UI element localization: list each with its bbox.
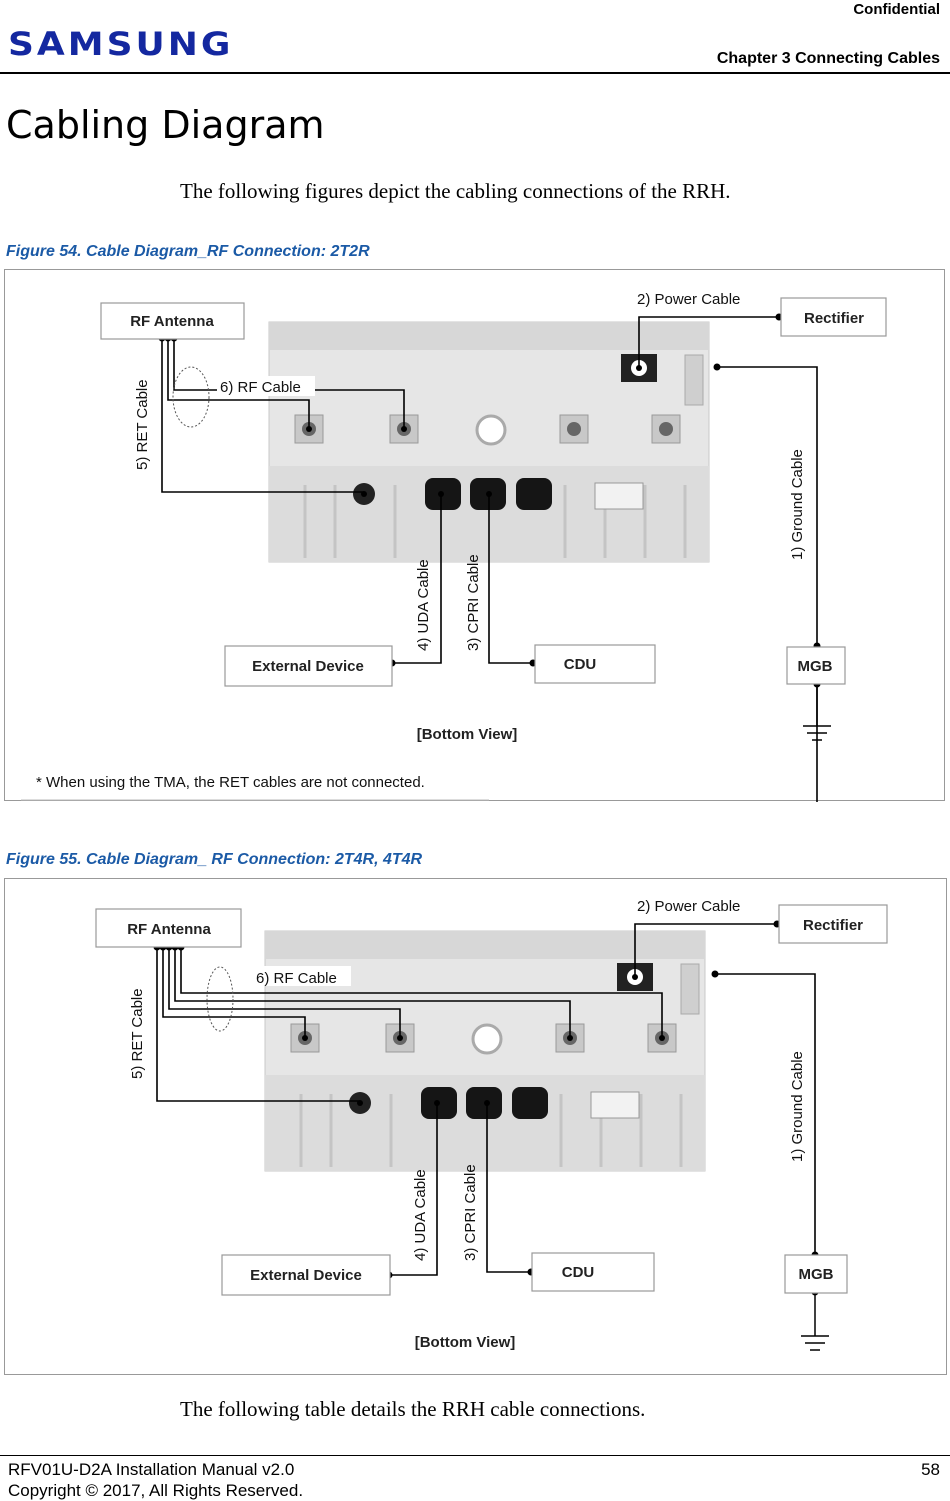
header-divider <box>0 72 950 74</box>
ret-cable-label: 5) RET Cable <box>134 379 151 470</box>
confidential-label: Confidential <box>853 1 940 18</box>
figure-54-diagram: RF Antenna Rectifier External Device CDU… <box>4 269 945 802</box>
rf-cable-label: 6) RF Cable <box>256 970 337 987</box>
cdu-label: CDU <box>562 1264 595 1281</box>
rectifier-label: Rectifier <box>804 310 864 327</box>
ground-symbol <box>801 1292 829 1351</box>
copyright-text: Copyright © 2017, All Rights Reserved. <box>8 1481 304 1500</box>
external-device-box <box>224 645 393 687</box>
external-device-box <box>221 1254 391 1296</box>
cdu-label: CDU <box>564 656 597 673</box>
mgb-label: MGB <box>799 1266 834 1283</box>
cdu-box <box>534 644 656 684</box>
rectifier-label: Rectifier <box>803 917 863 934</box>
outro-paragraph: The following table details the RRH cabl… <box>180 1397 646 1421</box>
rrh-unit-image <box>268 321 710 563</box>
rf-antenna-box <box>95 908 242 948</box>
external-device-label: External Device <box>250 1267 362 1284</box>
mgb-box <box>786 646 846 685</box>
intro-paragraph: The following figures depict the cabling… <box>180 179 731 203</box>
power-cable-label: 2) Power Cable <box>637 898 740 915</box>
page-number: 58 <box>921 1460 940 1479</box>
bottom-view-label: [Bottom View] <box>417 726 518 743</box>
samsung-logo: SAMSUNG <box>8 26 234 63</box>
figure-54-caption: Figure 54. Cable Diagram_RF Connection: … <box>6 243 370 260</box>
ret-cable-label: 5) RET Cable <box>129 988 146 1079</box>
mgb-box <box>784 1254 848 1294</box>
uda-cable-label: 4) UDA Cable <box>415 559 432 651</box>
figure-55-caption: Figure 55. Cable Diagram_ RF Connection:… <box>6 851 423 868</box>
rf-antenna-label: RF Antenna <box>127 921 211 938</box>
rectifier-box <box>780 297 887 337</box>
ground-cable-label: 1) Ground Cable <box>789 1051 806 1162</box>
uda-cable-label: 4) UDA Cable <box>412 1169 429 1261</box>
rf-antenna-label: RF Antenna <box>130 313 214 330</box>
mgb-label: MGB <box>798 658 833 675</box>
power-cable-label: 2) Power Cable <box>637 291 740 308</box>
footer-divider <box>0 1455 950 1456</box>
cpri-cable-label: 3) CPRI Cable <box>462 1164 479 1261</box>
external-device-label: External Device <box>252 658 364 675</box>
rectifier-box <box>778 904 888 944</box>
ground-symbol <box>803 684 831 741</box>
cdu-box <box>531 1252 655 1292</box>
tma-note: * When using the TMA, the RET cables are… <box>36 774 425 791</box>
rf-cable-label: 6) RF Cable <box>220 379 301 396</box>
chapter-title: Chapter 3 Connecting Cables <box>716 50 940 67</box>
page-title: Cabling Diagram <box>6 103 325 147</box>
figure-55-diagram: RF Antenna Rectifier External Device CDU… <box>4 878 947 1375</box>
ground-cable-label: 1) Ground Cable <box>789 449 806 560</box>
manual-title: RFV01U-D2A Installation Manual v2.0 <box>8 1460 295 1479</box>
bottom-view-label: [Bottom View] <box>415 1334 516 1351</box>
cpri-cable-label: 3) CPRI Cable <box>465 554 482 651</box>
rf-antenna-box <box>100 302 245 340</box>
